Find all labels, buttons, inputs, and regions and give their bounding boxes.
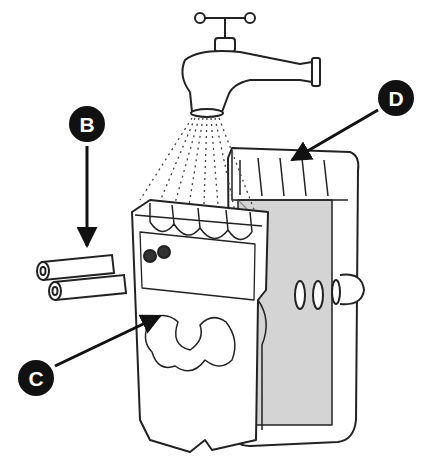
leader-arrows (55, 110, 378, 366)
filter-cartridge (132, 200, 268, 452)
callout-letter: C (28, 368, 43, 389)
callout-letter: D (388, 88, 403, 109)
callout-letter: B (79, 114, 94, 135)
callout-circle: D (378, 80, 414, 116)
faucet (182, 13, 320, 117)
callout-circle: B (69, 106, 105, 142)
filter-rods (37, 255, 126, 300)
callout-circle: C (18, 360, 54, 396)
